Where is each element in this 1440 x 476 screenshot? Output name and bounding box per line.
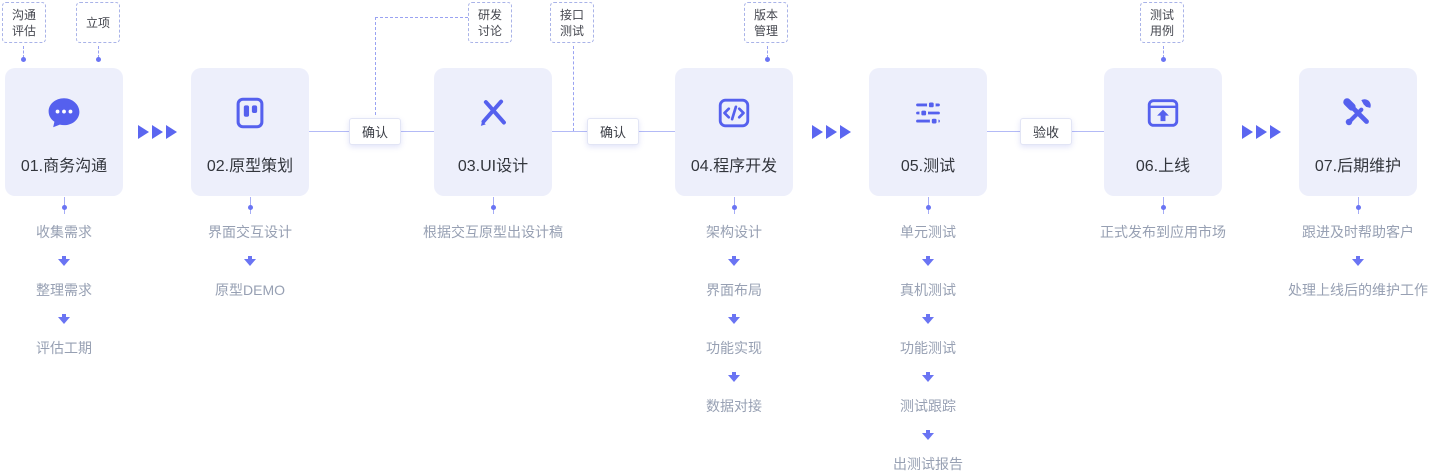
down-arrow-icon: [921, 430, 935, 440]
tag-interface-testing: 接口 测试: [550, 2, 594, 43]
stage-steps-program-development: 架构设计 界面布局 功能实现 数据对接: [624, 222, 844, 416]
step-item: 根据交互原型出设计稿: [423, 224, 563, 240]
triple-arrow-icon: [1242, 125, 1281, 139]
step-item: 数据对接: [706, 398, 762, 414]
tag-label: 接口 测试: [559, 7, 584, 38]
step-item: 界面布局: [706, 282, 762, 298]
tag-label: 沟通 评估: [11, 7, 36, 38]
step-item: 架构设计: [706, 224, 762, 240]
down-arrow-icon: [727, 314, 741, 324]
connector-dot: [1161, 205, 1166, 210]
step-item: 出测试报告: [893, 456, 963, 472]
acceptance-badge: 验收: [1020, 118, 1072, 145]
connector-dot: [96, 57, 101, 62]
stage-title: 02.原型策划: [206, 158, 294, 175]
tag-label: 研发 讨论: [477, 7, 502, 38]
step-item: 单元测试: [900, 224, 956, 240]
connector-dot: [1356, 205, 1361, 210]
stage-card-maintenance: 07.后期维护: [1299, 68, 1417, 196]
step-item: 原型DEMO: [215, 282, 285, 298]
step-item: 功能测试: [900, 340, 956, 356]
down-arrow-icon: [921, 314, 935, 324]
launch-icon: [1144, 93, 1182, 133]
chat-dots-icon: [45, 93, 83, 133]
stage-card-prototype-planning: 02.原型策划: [191, 68, 309, 196]
step-item: 整理需求: [36, 282, 92, 298]
step-item: 正式发布到应用市场: [1100, 224, 1226, 240]
down-arrow-icon: [727, 256, 741, 266]
confirm-badge: 确认: [349, 118, 401, 145]
tag-label: 测试 用例: [1149, 7, 1174, 38]
tools-icon: [1339, 93, 1377, 133]
triple-arrow-icon: [812, 125, 851, 139]
connector-dot: [62, 205, 67, 210]
connector-dot: [732, 205, 737, 210]
dashed-connector: [23, 46, 24, 58]
dashed-connector: [573, 46, 574, 131]
down-arrow-icon: [921, 256, 935, 266]
stage-steps-ui-design: 根据交互原型出设计稿: [383, 222, 603, 242]
stage-steps-business-communication: 收集需求 整理需求 评估工期: [0, 222, 174, 358]
stage-title: 05.测试: [900, 158, 956, 175]
stage-title: 01.商务沟通: [20, 158, 108, 175]
confirm-badge: 确认: [587, 118, 639, 145]
connector-dot: [1161, 57, 1166, 62]
dashed-connector: [98, 46, 99, 58]
stage-card-program-development: 04.程序开发: [675, 68, 793, 196]
code-icon: [715, 93, 753, 133]
tag-label: 版本 管理: [753, 7, 778, 38]
step-item: 测试跟踪: [900, 398, 956, 414]
down-arrow-icon: [727, 372, 741, 382]
confirm-label: 确认: [361, 125, 388, 140]
confirm-label: 确认: [599, 125, 626, 140]
tag-rd-discussion: 研发 讨论: [468, 2, 512, 43]
down-arrow-icon: [921, 372, 935, 382]
sliders-icon: [909, 93, 947, 133]
dashed-connector: [375, 17, 376, 115]
step-item: 评估工期: [36, 340, 92, 356]
dashed-connector: [1163, 46, 1164, 58]
stage-title: 06.上线: [1135, 158, 1191, 175]
stage-card-business-communication: 01.商务沟通: [5, 68, 123, 196]
stage-title: 07.后期维护: [1314, 158, 1402, 175]
tag-test-cases: 测试 用例: [1140, 2, 1184, 43]
stage-title: 04.程序开发: [690, 158, 778, 175]
stage-card-launch: 06.上线: [1104, 68, 1222, 196]
dashed-connector: [767, 46, 768, 58]
connector-dot: [765, 57, 770, 62]
dashed-connector: [375, 17, 468, 18]
tag-label: 立项: [85, 15, 110, 30]
tag-version-management: 版本 管理: [744, 2, 788, 43]
down-arrow-icon: [243, 256, 257, 266]
stage-steps-maintenance: 跟进及时帮助客户 处理上线后的维护工作: [1248, 222, 1440, 300]
stage-card-testing: 05.测试: [869, 68, 987, 196]
down-arrow-icon: [57, 314, 71, 324]
connector-dot: [21, 57, 26, 62]
triple-arrow-icon: [138, 125, 177, 139]
connector-dot: [926, 205, 931, 210]
connector-dot: [248, 205, 253, 210]
stage-steps-prototype-planning: 界面交互设计 原型DEMO: [140, 222, 360, 300]
connector-dot: [491, 205, 496, 210]
tag-project-initiation: 立项: [76, 2, 120, 43]
stage-steps-launch: 正式发布到应用市场: [1053, 222, 1273, 242]
acceptance-label: 验收: [1032, 125, 1059, 140]
step-item: 功能实现: [706, 340, 762, 356]
stage-title: 03.UI设计: [457, 158, 529, 175]
prototype-board-icon: [231, 93, 269, 133]
step-item: 处理上线后的维护工作: [1288, 282, 1428, 298]
design-pen-icon: [474, 93, 512, 133]
tag-communication-evaluation: 沟通 评估: [2, 2, 46, 43]
down-arrow-icon: [57, 256, 71, 266]
step-item: 界面交互设计: [208, 224, 292, 240]
stage-card-ui-design: 03.UI设计: [434, 68, 552, 196]
step-item: 真机测试: [900, 282, 956, 298]
stage-steps-testing: 单元测试 真机测试 功能测试 测试跟踪 出测试报告: [818, 222, 1038, 474]
down-arrow-icon: [1351, 256, 1365, 266]
step-item: 收集需求: [36, 224, 92, 240]
step-item: 跟进及时帮助客户: [1302, 224, 1414, 240]
